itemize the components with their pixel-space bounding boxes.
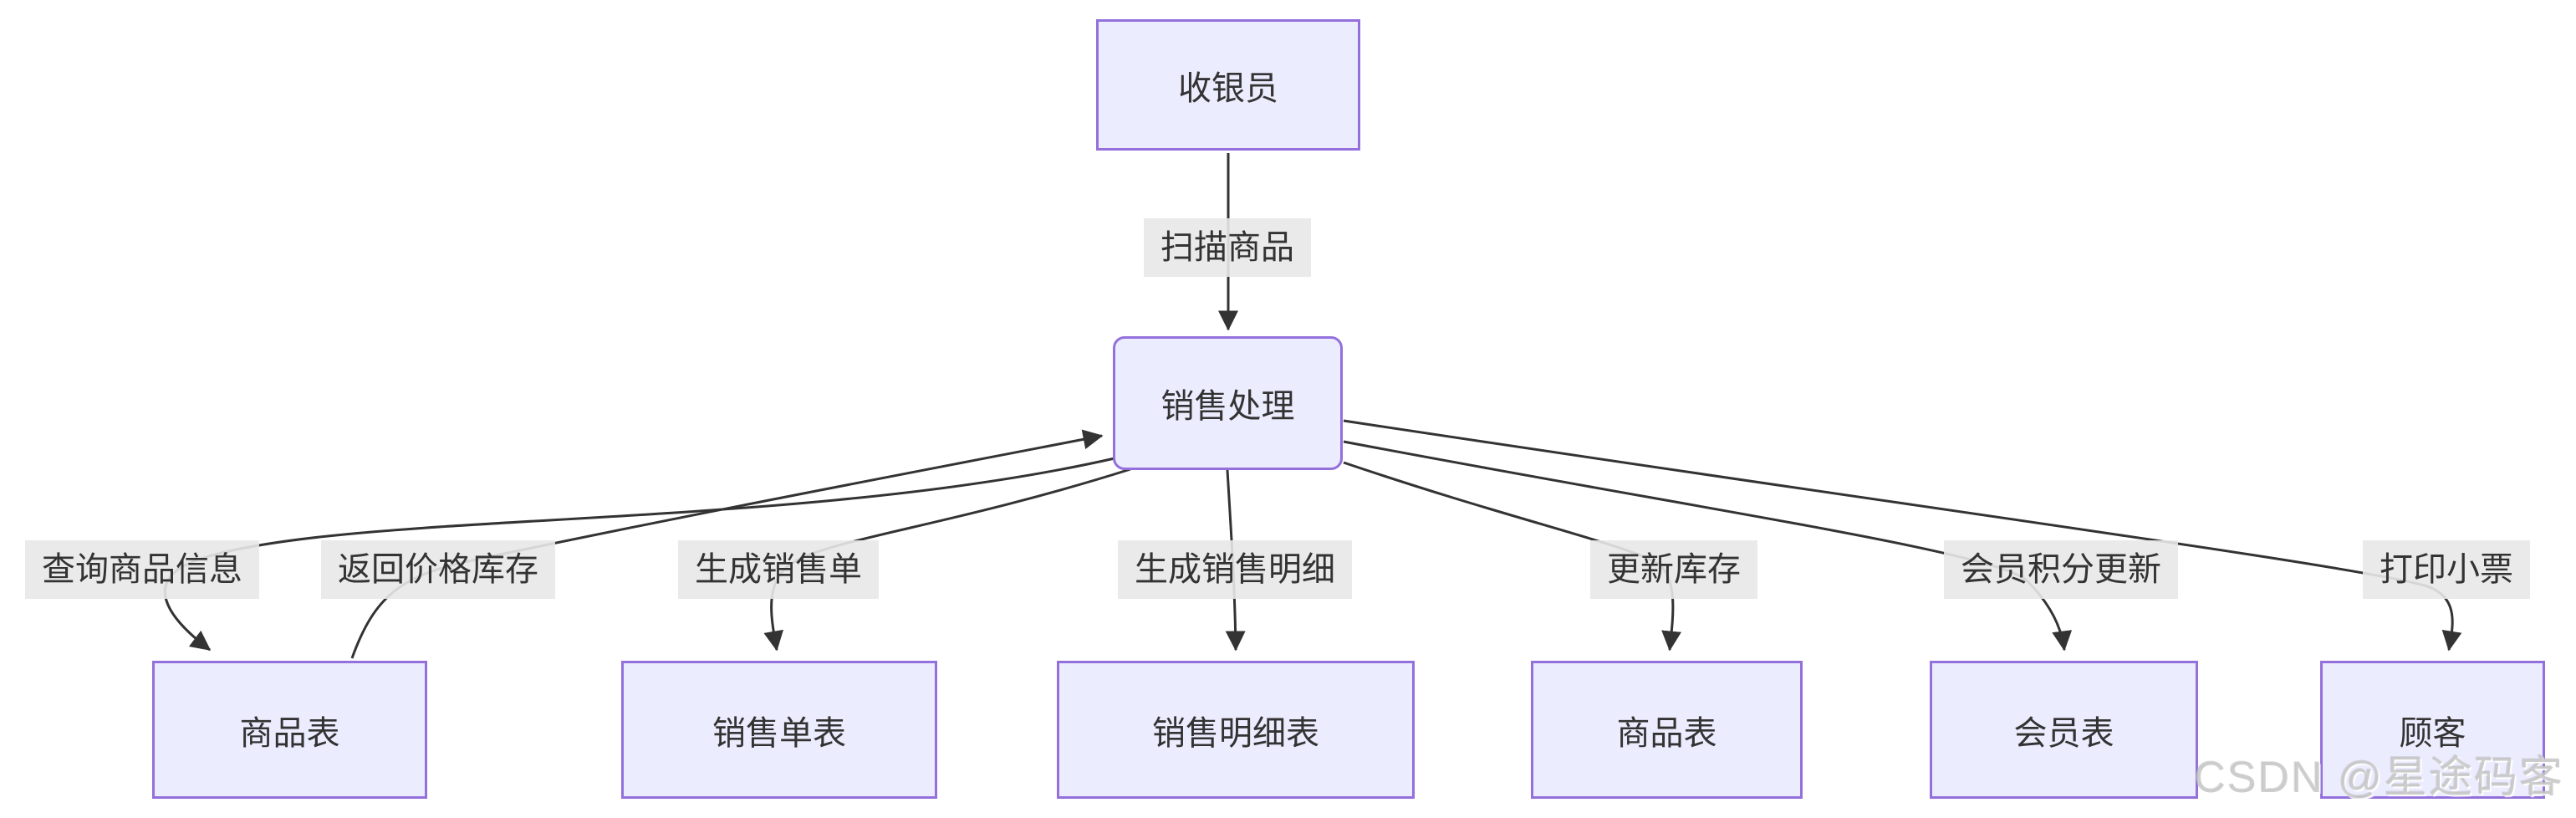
node-sales-order-table: 销售单表 [621, 661, 937, 799]
node-sales-order-table-label: 销售单表 [712, 714, 846, 752]
node-product-table-1: 商品表 [152, 661, 427, 799]
edge-query-product-info [163, 457, 1115, 652]
node-member-table-label: 会员表 [2013, 714, 2114, 752]
node-sales-process: 销售处理 [1113, 336, 1343, 470]
edge-label-scan-product: 扫描商品 [1144, 218, 1311, 277]
node-product-table-2: 商品表 [1531, 661, 1803, 799]
edge-member-points-update [1343, 440, 2073, 652]
node-customer-label: 顾客 [2399, 714, 2466, 752]
csdn-watermark: CSDN @星途码客 [2194, 754, 2564, 802]
edge-label-query-product-info: 查询商品信息 [25, 540, 259, 599]
node-sales-process-label: 销售处理 [1160, 388, 1295, 425]
node-cashier-label: 收银员 [1178, 69, 1278, 107]
node-product-table-2-label: 商品表 [1616, 714, 1717, 752]
edge-label-print-receipt: 打印小票 [2363, 540, 2530, 599]
edge-label-member-points-update: 会员积分更新 [1944, 540, 2178, 599]
node-cashier: 收银员 [1096, 19, 1360, 151]
edge-label-generate-sales-detail: 生成销售明细 [1118, 540, 1352, 599]
node-member-table: 会员表 [1930, 661, 2198, 799]
node-sales-detail-table: 销售明细表 [1057, 661, 1415, 799]
node-product-table-1-label: 商品表 [239, 714, 340, 752]
edge-label-return-price-stock: 返回价格库存 [321, 540, 555, 599]
edge-print-receipt [1343, 419, 2462, 652]
node-customer: 顾客 [2320, 661, 2545, 799]
node-sales-detail-table-label: 销售明细表 [1152, 714, 1319, 752]
edge-label-generate-sales-order: 生成销售单 [678, 540, 879, 599]
edge-label-update-stock: 更新库存 [1590, 540, 1757, 599]
